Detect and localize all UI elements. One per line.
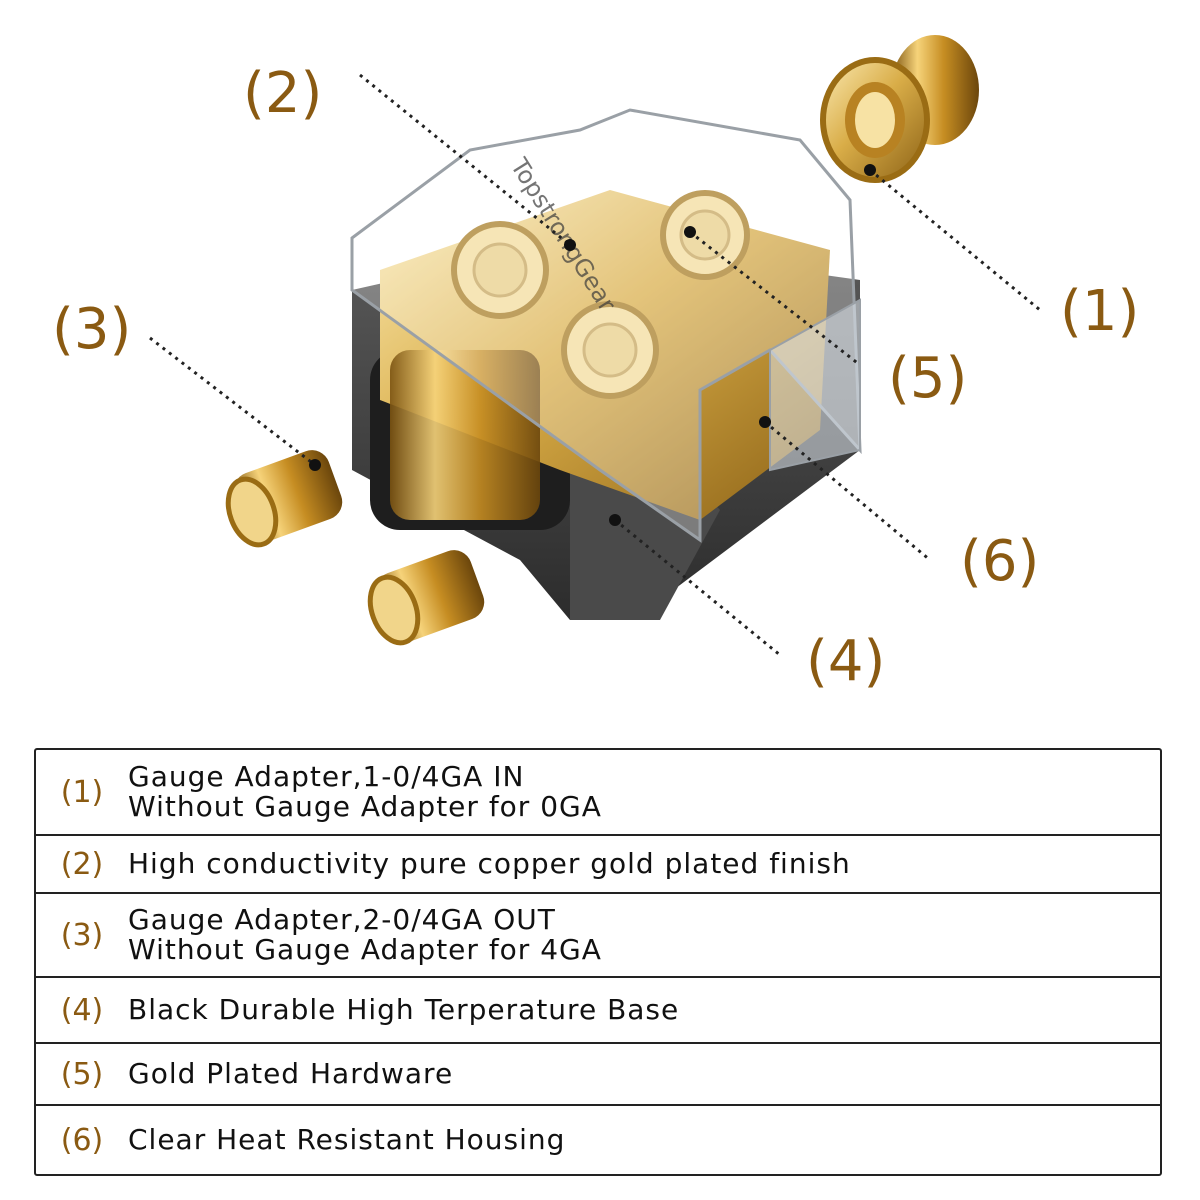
spec-num: (2) <box>60 846 104 882</box>
spec-num: (6) <box>60 1122 104 1158</box>
callout-4: (4) <box>806 629 885 694</box>
spec-num: (1) <box>60 774 104 810</box>
leader-lines <box>149 73 1041 657</box>
spec-row-3: (3) Gauge Adapter,2-0/4GA OUT Without Ga… <box>36 894 1160 978</box>
callout-1: (1) <box>1060 279 1139 344</box>
spec-text: Gauge Adapter,1-0/4GA IN Without Gauge A… <box>128 762 602 822</box>
callout-2: (2) <box>243 61 322 126</box>
callout-5: (5) <box>888 346 967 411</box>
spec-line: High conductivity pure copper gold plate… <box>128 847 851 880</box>
spec-line: Black Durable High Terperature Base <box>128 993 680 1026</box>
spec-text: Black Durable High Terperature Base <box>128 995 679 1025</box>
spec-line: Without Gauge Adapter for 4GA <box>128 933 602 966</box>
spec-row-6: (6) Clear Heat Resistant Housing <box>36 1106 1160 1174</box>
spec-row-4: (4) Black Durable High Terperature Base <box>36 978 1160 1044</box>
adapter-3b <box>367 550 485 646</box>
spec-line: Gold Plated Hardware <box>128 1057 454 1090</box>
spec-num: (4) <box>60 992 104 1028</box>
spec-row-5: (5) Gold Plated Hardware <box>36 1044 1160 1106</box>
spec-text: Gauge Adapter,2-0/4GA OUT Without Gauge … <box>128 905 602 965</box>
leader-dots <box>309 164 876 526</box>
spec-num: (5) <box>60 1056 104 1092</box>
spec-num: (3) <box>60 917 104 953</box>
spec-text: Gold Plated Hardware <box>128 1059 453 1089</box>
spec-line: Without Gauge Adapter for 0GA <box>128 790 602 823</box>
spec-table: (1) Gauge Adapter,1-0/4GA IN Without Gau… <box>34 748 1162 1176</box>
spec-line: Gauge Adapter,1-0/4GA IN <box>128 760 525 793</box>
spec-line: Clear Heat Resistant Housing <box>128 1123 566 1156</box>
spec-text: Clear Heat Resistant Housing <box>128 1125 565 1155</box>
spec-row-1: (1) Gauge Adapter,1-0/4GA IN Without Gau… <box>36 750 1160 836</box>
callout-6: (6) <box>960 529 1039 594</box>
adapter-1 <box>820 35 979 183</box>
adapter-3a <box>225 450 343 548</box>
clear-housing: TopstrongGear <box>350 108 862 543</box>
callout-3: (3) <box>52 297 131 362</box>
spec-row-2: (2) High conductivity pure copper gold p… <box>36 836 1160 894</box>
spec-line: Gauge Adapter,2-0/4GA OUT <box>128 903 556 936</box>
product-diagram: TopstrongGear (2) (1) (3) (5) (6) (4) <box>52 35 1139 694</box>
spec-text: High conductivity pure copper gold plate… <box>128 849 851 879</box>
gold-block <box>380 190 830 520</box>
